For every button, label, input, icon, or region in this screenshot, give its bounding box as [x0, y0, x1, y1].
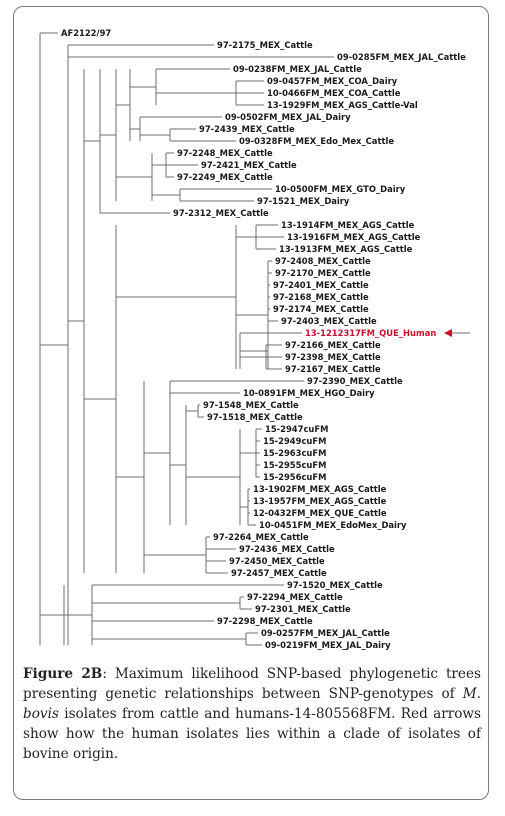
leaf-label: 97-2421_MEX_Cattle	[201, 160, 297, 170]
figure-frame	[13, 6, 489, 800]
leaf-label: 10-0451FM_MEX_EdoMex_Dairy	[259, 520, 407, 530]
figure-caption: Figure 2B: Maximum likelihood SNP-based …	[23, 664, 481, 764]
caption-text-part2: isolates from cattle and humans-14-80556…	[23, 706, 481, 762]
leaf-label: 09-0328FM_MEX_Edo_Mex_Cattle	[239, 136, 394, 146]
leaf-label: 10-0891FM_MEX_HGO_Dairy	[243, 388, 375, 398]
leaf-label: 97-1548_MEX_Cattle	[203, 400, 299, 410]
leaf-label: 15-2956cuFM	[263, 472, 326, 482]
leaf-label: 97-1518_MEX_Cattle	[207, 412, 303, 422]
leaf-label: 13-1914FM_MEX_AGS_Cattle	[281, 220, 415, 230]
leaf-label: 12-0432FM_MEX_QUE_Cattle	[253, 508, 387, 518]
leaf-label: 97-2436_MEX_Cattle	[239, 544, 335, 554]
leaf-label: 97-2167_MEX_Cattle	[285, 364, 381, 374]
leaf-label: 97-2457_MEX_Cattle	[231, 568, 327, 578]
leaf-label: 97-2403_MEX_Cattle	[281, 316, 377, 326]
leaf-label: 13-1212317FM_QUE_Human	[305, 328, 436, 338]
leaf-label: 97-2248_MEX_Cattle	[177, 148, 273, 158]
leaf-label: 97-2390_MEX_Cattle	[307, 376, 403, 386]
leaf-label: 09-0219FM_MEX_JAL_Dairy	[265, 640, 391, 650]
leaf-label: 10-0500FM_MEX_GTO_Dairy	[275, 184, 406, 194]
leaf-label: 97-2264_MEX_Cattle	[213, 532, 309, 542]
leaf-label: 97-2450_MEX_Cattle	[229, 556, 325, 566]
highlight-arrow-icon	[444, 329, 470, 337]
leaf-label: 97-2249_MEX_Cattle	[177, 172, 273, 182]
leaf-label: 09-0457FM_MEX_COA_Dairy	[267, 76, 398, 86]
tree-branches	[39, 32, 334, 646]
leaf-label: 10-0466FM_MEX_COA_Cattle	[267, 88, 401, 98]
tree-leaf-labels: AF2122/97 97-2175_MEX_Cattle 09-0285FM_MEX…	[61, 28, 466, 650]
caption-separator: :	[102, 666, 107, 682]
leaf-label: 15-2949cuFM	[263, 436, 326, 446]
caption-species: M. bovis	[23, 686, 481, 722]
arrow-head	[444, 329, 452, 337]
phylogenetic-tree: AF2122/97 97-2175_MEX_Cattle 09-0285FM_MEX…	[39, 28, 470, 650]
leaf-label: 97-2175_MEX_Cattle	[217, 40, 313, 50]
leaf-label: 09-0502FM_MEX_JAL_Dairy	[225, 112, 351, 122]
leaf-label: 97-2401_MEX_Cattle	[273, 280, 369, 290]
caption-text-part1: Maximum likelihood SNP-based phylogeneti…	[23, 666, 481, 702]
leaf-label: 15-2955cuFM	[263, 460, 326, 470]
leaf-label: 97-2166_MEX_Cattle	[285, 340, 381, 350]
leaf-label: 13-1902FM_MEX_AGS_Cattle	[253, 484, 387, 494]
leaf-label: 97-2408_MEX_Cattle	[275, 256, 371, 266]
leaf-label: 97-2301_MEX_Cattle	[255, 604, 351, 614]
leaf-label: 13-1916FM_MEX_AGS_Cattle	[287, 232, 421, 242]
leaf-label: 97-2168_MEX_Cattle	[273, 292, 369, 302]
leaf-label: 09-0257FM_MEX_JAL_Cattle	[261, 628, 390, 638]
leaf-label: 97-1521_MEX_Dairy	[257, 196, 350, 206]
caption-label: Figure 2B	[23, 666, 103, 682]
leaf-label: 13-1957FM_MEX_AGS_Cattle	[253, 496, 387, 506]
leaf-label: 09-0285FM_MEX_JAL_Cattle	[337, 52, 466, 62]
leaf-label: 97-2439_MEX_Cattle	[199, 124, 295, 134]
leaf-label: 97-2174_MEX_Cattle	[273, 304, 369, 314]
leaf-label: 15-2947cuFM	[265, 424, 328, 434]
leaf-label: 97-2298_MEX_Cattle	[217, 616, 313, 626]
leaf-label: 97-2294_MEX_Cattle	[247, 592, 343, 602]
leaf-label: 97-2312_MEX_Cattle	[173, 208, 269, 218]
leaf-label: 97-2398_MEX_Cattle	[285, 352, 381, 362]
leaf-label: 09-0238FM_MEX_JAL_Cattle	[233, 64, 362, 74]
leaf-label: 13-1913FM_MEX_AGS_Cattle	[279, 244, 413, 254]
leaf-label: 15-2963cuFM	[263, 448, 326, 458]
leaf-label: 13-1929FM_MEX_AGS_Cattle-Val	[267, 100, 418, 110]
leaf-label: AF2122/97	[61, 28, 111, 38]
leaf-label: 97-1520_MEX_Cattle	[287, 580, 383, 590]
leaf-label: 97-2170_MEX_Cattle	[275, 268, 371, 278]
